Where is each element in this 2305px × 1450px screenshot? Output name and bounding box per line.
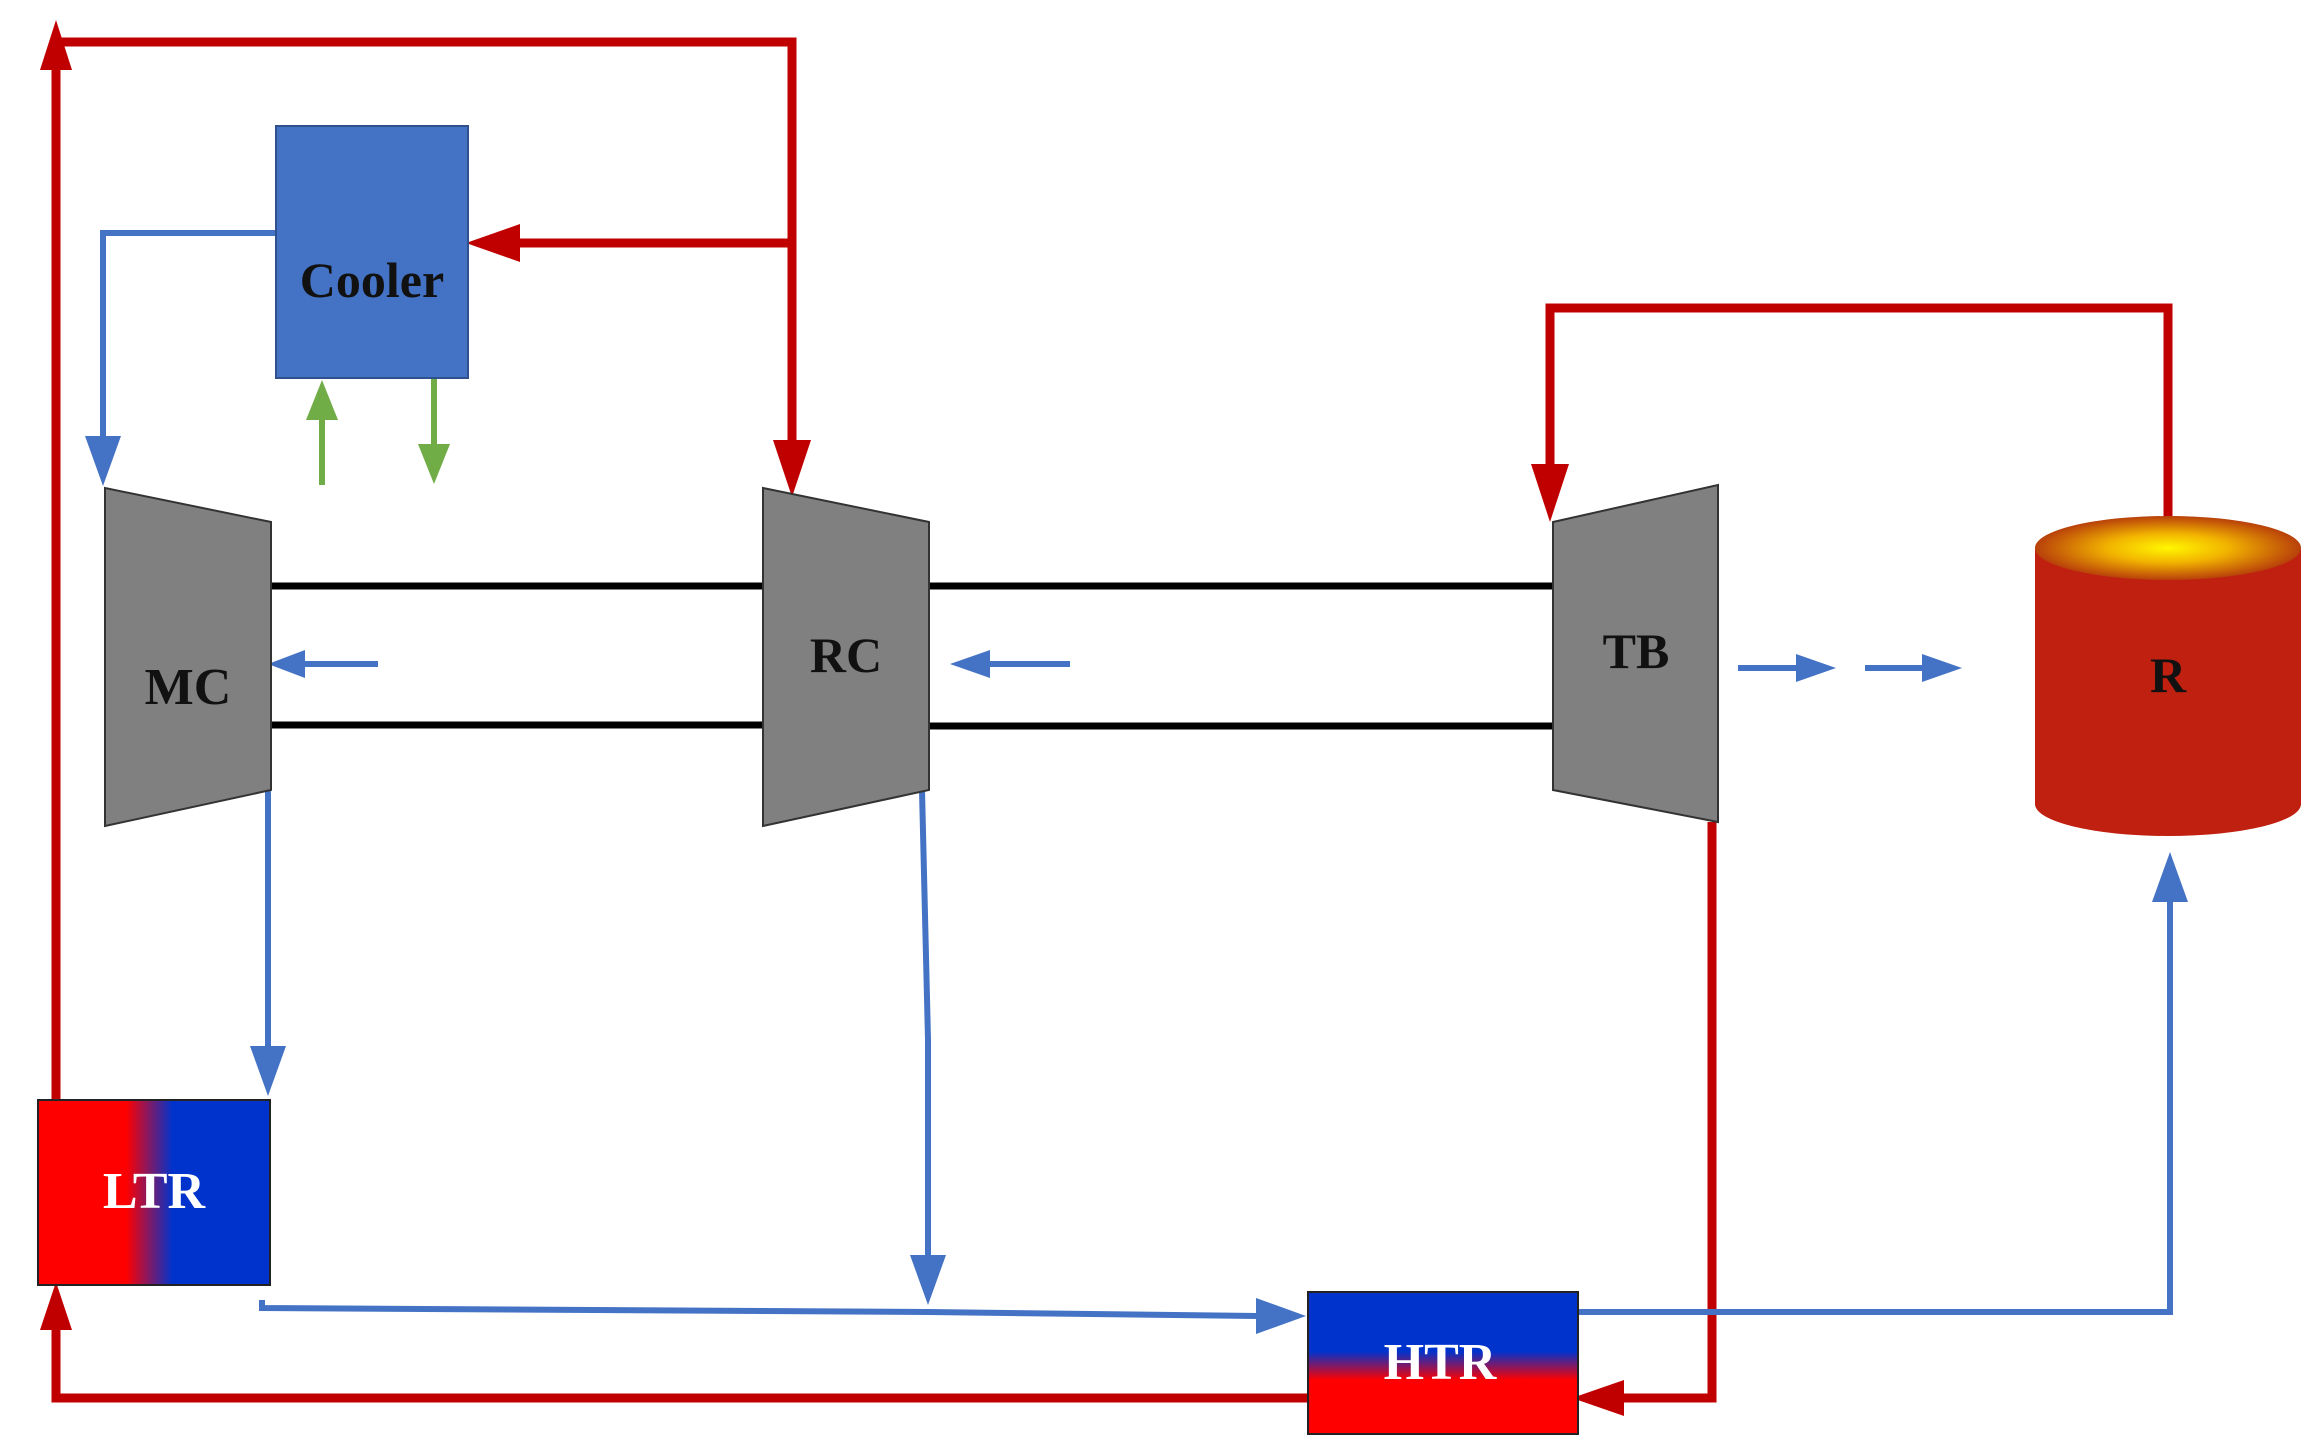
cooler-body xyxy=(275,125,469,379)
arrowhead-icon xyxy=(418,444,450,484)
cold-arrowheads xyxy=(85,436,2188,1334)
arrowhead-icon xyxy=(773,440,811,497)
reactor-bottom xyxy=(2035,772,2301,836)
pipe-ltr-to-htr xyxy=(259,1300,1259,1319)
turbine-label: TB xyxy=(1603,623,1670,679)
coolant-arrowheads xyxy=(306,380,450,484)
reactor-body xyxy=(2035,548,2301,804)
pipe-reactor-to-turbine xyxy=(1545,303,2173,520)
turbine: TB xyxy=(1552,483,1719,824)
cooler: Cooler xyxy=(275,125,469,379)
recompressor: RC xyxy=(762,486,930,828)
coolant-lines xyxy=(319,378,437,485)
arrowhead-icon xyxy=(1531,464,1569,522)
arrowhead-icon xyxy=(268,650,305,678)
main-compressor: MC xyxy=(104,486,272,828)
arrowhead-icon xyxy=(85,436,121,486)
arrowhead-icon xyxy=(950,650,990,678)
recompressor-body xyxy=(762,486,930,828)
pipe-rc-to-htr xyxy=(919,789,931,1270)
hot-arrowheads xyxy=(40,20,1624,1416)
arrowhead-icon xyxy=(910,1255,946,1305)
arrowhead-icon xyxy=(306,380,338,420)
recompressor-label: RC xyxy=(810,627,882,683)
shafts xyxy=(266,582,1556,730)
ltr-body xyxy=(37,1099,271,1286)
cold-lines xyxy=(100,230,2173,1319)
arrowhead-icon xyxy=(40,20,72,70)
cylinder-icon xyxy=(2035,516,2301,580)
arrowhead-icon xyxy=(2152,852,2188,902)
pipe-htr-to-reactor xyxy=(1570,870,2173,1315)
turbine-body xyxy=(1552,483,1719,824)
arrowhead-icon xyxy=(1922,654,1962,682)
arrowhead-icon xyxy=(40,1282,72,1330)
ltr-label: LTR xyxy=(103,1163,207,1220)
arrowhead-icon xyxy=(250,1046,286,1096)
pipe-htr-to-ltr xyxy=(51,1310,1308,1403)
low-temp-recuperator: LTR xyxy=(37,1099,271,1286)
high-temp-recuperator: HTR xyxy=(1307,1291,1579,1435)
htr-body xyxy=(1307,1291,1579,1435)
htr-label: HTR xyxy=(1384,1334,1498,1391)
main-compressor-label: MC xyxy=(145,659,232,716)
pipe-turbine-to-htr xyxy=(1612,822,1717,1403)
hot-lines xyxy=(51,37,2173,1403)
arrowhead-icon xyxy=(1256,1298,1306,1334)
pipe-cooler-to-mc xyxy=(100,230,278,440)
main-compressor-body xyxy=(104,486,272,828)
cooler-label: Cooler xyxy=(300,252,444,308)
arrowhead-icon xyxy=(1572,1380,1624,1416)
arrowhead-icon xyxy=(1796,654,1836,682)
reactor-label: R xyxy=(2150,647,2187,703)
arrowhead-icon xyxy=(466,224,520,262)
reactor: R xyxy=(2035,516,2301,836)
